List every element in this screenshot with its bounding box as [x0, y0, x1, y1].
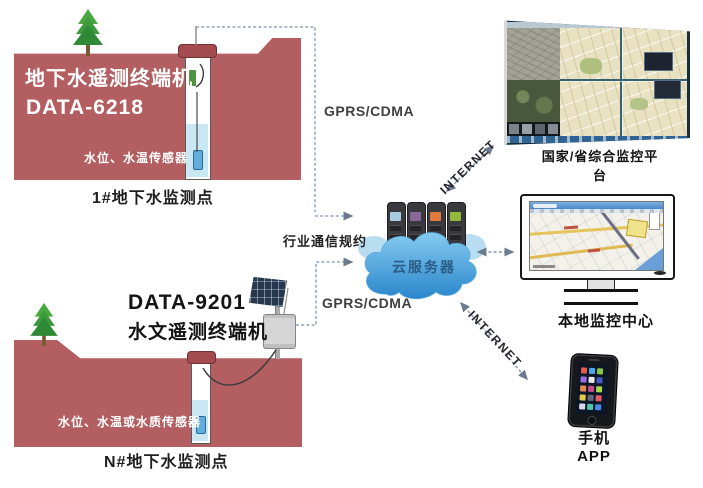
well-cap-1: [178, 44, 217, 58]
map-road: [530, 243, 633, 259]
tree-icon-2: [30, 302, 58, 346]
solar-panel-icon: [249, 277, 287, 307]
mobile-app-label: 手机APP: [577, 430, 611, 465]
cloud-label: 云服务器: [392, 259, 456, 275]
rack-stripe: [390, 212, 401, 221]
gprs-top-label: GPRS/CDMA: [324, 103, 415, 119]
connector-arrow-to-cloud-2: [296, 257, 354, 326]
well-cap-2: [187, 351, 216, 364]
phone-app-grid: [580, 367, 587, 374]
video-thumb: [522, 124, 532, 134]
cloud-icon: [364, 232, 477, 300]
wall-video-inset: [644, 52, 673, 71]
map-legend: [649, 212, 660, 230]
wall-map: [560, 28, 687, 136]
map-water-area: [635, 248, 663, 270]
wall-video-inset: [654, 80, 681, 99]
map-logo: [533, 203, 557, 208]
rack-stripe: [410, 212, 421, 221]
internet-bottom-label: INTERNET: [465, 307, 525, 371]
video-wall: [504, 20, 690, 145]
site-label-1: 1#地下水监测点: [92, 190, 214, 207]
terminal-model-2: DATA-9201: [128, 291, 246, 314]
rack-slot: [450, 234, 461, 240]
wall-topo-image: [507, 28, 560, 80]
monitor-stand-base: [564, 289, 638, 305]
wall-video-strip: [507, 122, 560, 136]
map-road-segment: [563, 225, 579, 229]
map-menubar: [530, 209, 663, 213]
map-park-patch: [630, 98, 648, 110]
phone-screen: [575, 363, 610, 415]
smartphone-icon: [567, 352, 619, 430]
rack-slot: [430, 225, 441, 231]
video-thumb: [509, 124, 519, 134]
map-scalebar: [533, 265, 555, 268]
wall-side-face: [504, 20, 507, 145]
wall-bezel-vertical: [620, 28, 622, 136]
rtu-box-icon: [263, 314, 296, 349]
video-thumb: [548, 124, 558, 134]
monitor: [520, 194, 675, 280]
sensor-label-1: 水位、水温传感器: [84, 151, 189, 165]
phone-home-button: [587, 415, 597, 426]
terminal-model-1: DATA-6218: [26, 96, 144, 119]
map-highlight-zone: [625, 218, 649, 239]
monitor-screen: [529, 201, 664, 271]
map-park-patch: [580, 58, 602, 74]
sensor-label-2: 水位、水温或水质传感器: [58, 415, 202, 429]
rack-stripe: [430, 212, 441, 221]
rack-stripe: [450, 212, 461, 221]
wall-bezel-horizontal: [560, 78, 687, 81]
map-road-segment: [587, 248, 601, 253]
rack-slot: [410, 225, 421, 231]
tree-icon-1: [73, 9, 103, 56]
wall-satellite-image: [507, 80, 560, 122]
logger-device-icon: [189, 70, 196, 86]
sensor-probe-1: [193, 150, 203, 170]
rack-slot: [450, 225, 461, 231]
terminal-title-1: 地下水遥测终端机: [25, 68, 193, 90]
sensor-probe-2: [196, 416, 206, 434]
rack-slot: [410, 234, 421, 240]
video-thumb: [535, 124, 545, 134]
wall-status-bar: [507, 136, 687, 143]
national-platform-label: 国家/省综合监控平台: [541, 149, 659, 183]
monitor-power-button: [654, 271, 666, 275]
ground-block-site2: [14, 340, 302, 447]
protocol-label: 行业通信规约: [283, 234, 368, 249]
local-center-label: 本地监控中心: [557, 313, 654, 330]
terminal-title-2: 水文遥测终端机: [128, 322, 269, 343]
phone-speaker: [588, 358, 600, 362]
internet-top-label: INTERNET: [437, 136, 499, 198]
map-titlebar: [530, 202, 663, 209]
site-label-2: N#地下水监测点: [104, 454, 229, 471]
rack-slot: [390, 225, 401, 231]
gprs-bottom-label: GPRS/CDMA: [322, 295, 413, 311]
